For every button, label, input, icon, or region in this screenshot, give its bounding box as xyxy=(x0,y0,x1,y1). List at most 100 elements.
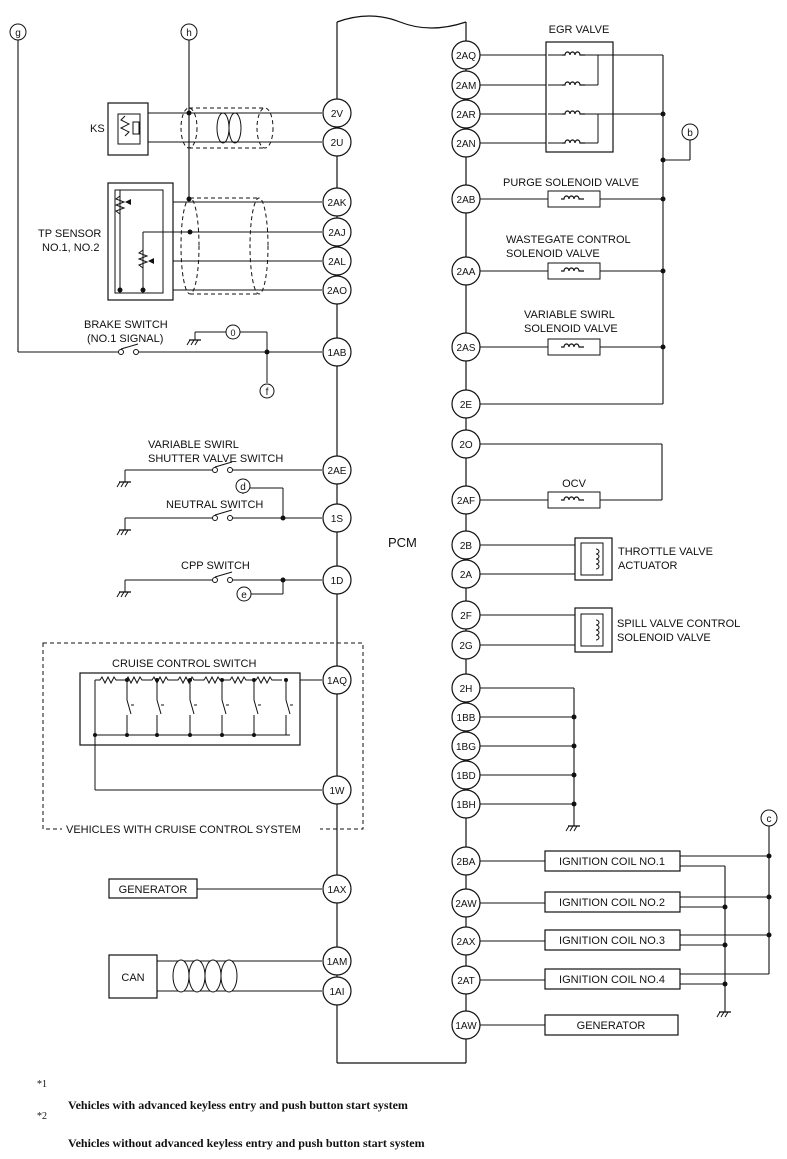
svg-text:2V: 2V xyxy=(331,109,344,120)
can-bus: CAN xyxy=(108,954,322,999)
svg-text:1BD: 1BD xyxy=(456,771,475,782)
svg-text:2F: 2F xyxy=(460,611,472,622)
svg-text:1AQ: 1AQ xyxy=(327,676,347,687)
svg-text:2AO: 2AO xyxy=(327,286,347,297)
svg-text:IGNITION COIL NO.4: IGNITION COIL NO.4 xyxy=(559,974,665,986)
pin-1AQ: 1AQ xyxy=(322,665,352,695)
svg-text:1BB: 1BB xyxy=(457,713,476,724)
svg-text:2A: 2A xyxy=(460,570,473,581)
svg-text:1D: 1D xyxy=(331,576,344,587)
svg-text:SOLENOID VALVE: SOLENOID VALVE xyxy=(506,248,600,260)
svg-text:BRAKE SWITCH: BRAKE SWITCH xyxy=(84,319,168,331)
wiring-diagram: PCM xyxy=(9,15,778,1064)
pin-1BG: 1BG xyxy=(451,731,481,761)
ground-symbol xyxy=(565,825,581,832)
pin-1BH: 1BH xyxy=(451,789,481,819)
footnote-text-2: Vehicles without advanced keyless entry … xyxy=(68,1136,425,1150)
pin-2AS: 2AS xyxy=(451,332,481,362)
pin-2G: 2G xyxy=(451,630,481,660)
svg-text:THROTTLE VALVE: THROTTLE VALVE xyxy=(618,546,713,558)
svg-text:2AR: 2AR xyxy=(456,110,475,121)
svg-text:SOLENOID VALVE: SOLENOID VALVE xyxy=(524,323,618,335)
svg-text:2AJ: 2AJ xyxy=(328,228,345,239)
svg-text:1AX: 1AX xyxy=(328,885,347,896)
ocv: OCV xyxy=(547,478,601,509)
pin-2B: 2B xyxy=(451,530,481,560)
svg-text:IGNITION COIL NO.2: IGNITION COIL NO.2 xyxy=(559,897,665,909)
svg-text:NO.1, NO.2: NO.1, NO.2 xyxy=(42,242,99,254)
svg-text:ACTUATOR: ACTUATOR xyxy=(618,560,678,572)
svg-text:EGR VALVE: EGR VALVE xyxy=(549,24,610,36)
pin-2BA: 2BA xyxy=(451,846,481,876)
brake-switch: BRAKE SWITCH (NO.1 SIGNAL) 0 xyxy=(84,319,268,355)
pin-2U: 2U xyxy=(322,127,352,157)
svg-text:2AF: 2AF xyxy=(457,496,475,507)
cpp-switch: CPP SWITCH xyxy=(116,560,250,598)
svg-text:SHUTTER VALVE SWITCH: SHUTTER VALVE SWITCH xyxy=(148,453,283,465)
svg-text:TP SENSOR: TP SENSOR xyxy=(38,228,101,240)
svg-text:OCV: OCV xyxy=(562,478,587,490)
pin-1AW: 1AW xyxy=(451,1010,481,1040)
footnote-text-1: Vehicles with advanced keyless entry and… xyxy=(68,1098,408,1112)
svg-text:2AA: 2AA xyxy=(457,267,476,278)
svg-text:GENERATOR: GENERATOR xyxy=(577,1020,646,1032)
tp-shield xyxy=(180,197,269,295)
svg-text:2AN: 2AN xyxy=(456,139,475,150)
pcm-label: PCM xyxy=(388,535,417,550)
pin-1D: 1D xyxy=(322,565,352,595)
pin-2AQ: 2AQ xyxy=(451,40,481,70)
svg-text:CRUISE CONTROL SWITCH: CRUISE CONTROL SWITCH xyxy=(112,658,256,670)
pin-2AK: 2AK xyxy=(322,187,352,217)
svg-text:IGNITION COIL NO.3: IGNITION COIL NO.3 xyxy=(559,935,665,947)
connector-c: c xyxy=(760,809,778,827)
svg-text:2H: 2H xyxy=(460,684,473,695)
svg-text:f: f xyxy=(266,387,269,398)
ks-twist xyxy=(216,112,242,144)
svg-text:2AT: 2AT xyxy=(457,976,475,987)
svg-text:2E: 2E xyxy=(460,400,473,411)
tp-sensor: TP SENSOR NO.1, NO.2 xyxy=(38,182,193,301)
svg-text:2AE: 2AE xyxy=(328,466,347,477)
pin-2AX: 2AX xyxy=(451,926,481,956)
wastegate-solenoid-valve: WASTEGATE CONTROL SOLENOID VALVE xyxy=(506,234,631,280)
svg-text:e: e xyxy=(241,590,247,601)
svg-text:2AX: 2AX xyxy=(457,937,476,948)
connector-g: g xyxy=(9,23,27,41)
svg-text:IGNITION COIL NO.1: IGNITION COIL NO.1 xyxy=(559,856,665,868)
svg-text:1S: 1S xyxy=(331,514,344,525)
pin-2O: 2O xyxy=(451,429,481,459)
svg-text:2U: 2U xyxy=(331,138,344,149)
pin-2E: 2E xyxy=(451,389,481,419)
ignition-coil-1: IGNITION COIL NO.1 xyxy=(544,850,681,872)
ks-sensor: KS xyxy=(90,102,149,156)
pin-2AM: 2AM xyxy=(451,70,481,100)
pin-1AM: 1AM xyxy=(322,946,352,976)
connector-e: e xyxy=(236,580,284,602)
pin-2V: 2V xyxy=(322,98,352,128)
svg-text:1AI: 1AI xyxy=(329,987,344,998)
svg-text:1AW: 1AW xyxy=(455,1021,477,1032)
ignition-coil-2: IGNITION COIL NO.2 xyxy=(544,891,681,913)
pin-2A: 2A xyxy=(451,559,481,589)
footnote-mark-1: *1 xyxy=(37,1079,47,1090)
svg-text:b: b xyxy=(687,128,693,139)
variable-swirl-solenoid-valve: VARIABLE SWIRL SOLENOID VALVE xyxy=(524,309,618,356)
svg-text:2O: 2O xyxy=(459,440,473,451)
pin-1W: 1W xyxy=(322,775,352,805)
pin-2AN: 2AN xyxy=(451,128,481,158)
svg-text:1AM: 1AM xyxy=(327,957,348,968)
variable-swirl-switch: VARIABLE SWIRL SHUTTER VALVE SWITCH xyxy=(116,439,283,488)
connector-h: h xyxy=(180,23,198,41)
svg-text:2B: 2B xyxy=(460,541,473,552)
svg-text:WASTEGATE CONTROL: WASTEGATE CONTROL xyxy=(506,234,631,246)
pin-2AW: 2AW xyxy=(451,888,481,918)
svg-text:2AL: 2AL xyxy=(328,257,346,268)
svg-text:SPILL VALVE CONTROL: SPILL VALVE CONTROL xyxy=(617,618,740,630)
generator-left: GENERATOR xyxy=(108,878,198,899)
svg-text:1BH: 1BH xyxy=(456,800,475,811)
connector-d: d xyxy=(235,478,284,518)
pin-1S: 1S xyxy=(322,503,352,533)
svg-text:VARIABLE SWIRL: VARIABLE SWIRL xyxy=(524,309,615,321)
pin-1BB: 1BB xyxy=(451,702,481,732)
pin-2AA: 2AA xyxy=(451,256,481,286)
